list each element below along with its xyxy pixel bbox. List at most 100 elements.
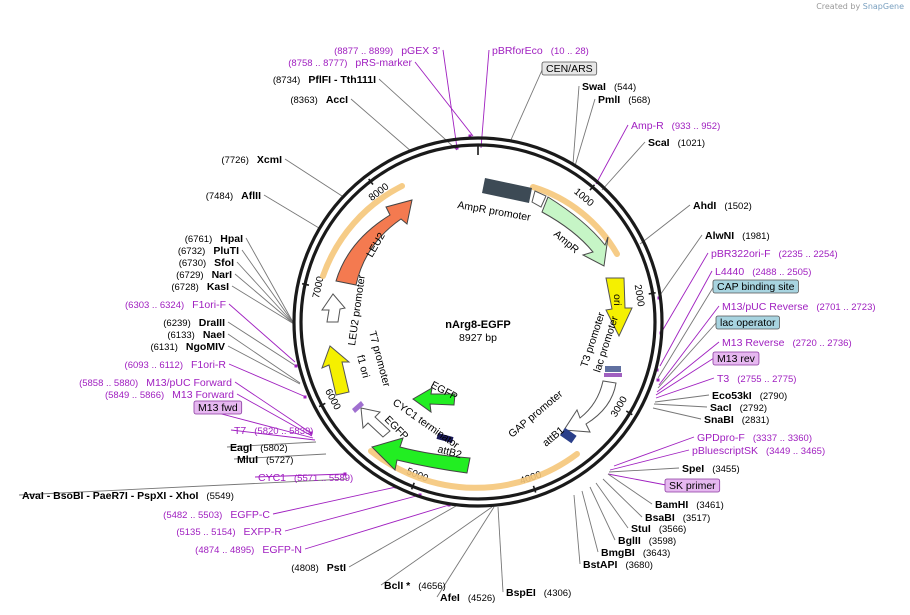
site-position: (5820 .. 5839) [254,426,313,437]
site-name: M13 Reverse [722,337,785,349]
primer-mark [656,378,660,382]
site-name: L4440 [715,266,744,278]
site-name: MluI [237,454,258,466]
site-label-draiii: DraIII(6239) [163,317,225,329]
leader-line [226,441,317,448]
primer-mark [343,472,347,476]
site-position: (2720 .. 2736) [792,338,851,349]
site-name: BamHI [655,499,688,511]
site-name: T7 [234,425,246,437]
site-label-f1orir: F1ori-R(6093 .. 6112) [125,359,227,371]
site-label-swai: SwaI(544) [582,81,636,93]
site-label-nari: NarI(6729) [176,269,232,281]
site-labels: pGEX 3'(8877 .. 8899)pBRforEco(10 .. 28)… [22,45,876,604]
site-position: (3598) [649,536,676,547]
snapgene-brand: SnapGene [862,2,904,11]
site-name: T3 [717,373,729,385]
feature-label: LEU2 promoter [346,274,368,347]
site-label-bsabi: BsaBI (3517) [645,512,710,524]
leader-line [231,285,295,325]
leader-line [236,393,313,437]
site-position: (4306) [544,588,571,599]
primer-mark [455,146,459,150]
feature-label: T7 promoter [366,330,393,389]
leader-line [234,381,312,434]
site-label-egfpc: EGFP-C(5482 .. 5503) [163,509,270,521]
site-label-saci: SacI(2792) [710,402,767,414]
leader-line [595,124,629,185]
leader-line [227,345,301,385]
site-label-xcmi: XcmI(7726) [221,154,282,166]
site-position: (5482 .. 5503) [163,510,222,521]
leader-line [228,363,307,398]
site-name: EGFP-N [262,544,302,556]
site-name: BclI * [384,580,411,592]
site-label-pflfi: PflFI - Tth111I(8734) [273,74,376,86]
site-position: (3566) [659,524,686,535]
leader-line [227,321,297,367]
leader-line [228,303,296,363]
leader-line [234,273,295,325]
site-position: (6303 .. 6324) [125,300,184,311]
site-label-egfpn: EGFP-N (4874 .. 4895) [195,544,302,556]
position-tick [532,485,537,493]
site-name: NarI [212,269,233,281]
features [321,178,633,474]
leader-line [658,305,720,386]
position-tick [301,282,310,286]
site-position: (2701 .. 2723) [816,302,875,313]
site-position: (3643) [643,548,670,559]
site-name: BsaBI [645,512,675,524]
leader-line [656,341,720,393]
site-label-kasi: KasI(6728) [171,281,229,293]
leader-line [660,252,709,334]
site-position: (10 .. 28) [551,46,589,57]
site-label-pgex3: pGEX 3'(8877 .. 8899) [334,45,440,57]
site-name: pBR322ori-F [711,248,771,260]
site-position: (933 .. 952) [672,121,721,132]
site-label-snabi: SnaBI(2831) [704,414,769,426]
site-position: (3680) [625,560,652,571]
site-name: Eco53kI [712,390,752,402]
gap-promoter-arrow [563,380,617,433]
site-name: CYC1 [258,472,286,484]
site-label-bcli: BclI *(4656) [384,580,446,592]
leader-line [655,377,715,399]
position-tick [625,410,633,416]
site-position: (3449 .. 3465) [766,446,825,457]
site-position: (568) [628,95,650,106]
leader-line [607,473,653,505]
site-name: SnaBI [704,414,734,426]
leader-line [284,494,421,532]
site-position: (5571 .. 5589) [294,473,353,484]
site-position: (3337 .. 3360) [753,433,812,444]
site-name: BspEI [506,587,536,599]
site-name: SfoI [214,257,234,269]
credit-prefix: Created by [816,2,861,11]
site-position: (8734) [273,75,300,86]
site-label-skprimer: SK primer [664,478,721,493]
site-name: Amp-R [631,120,664,132]
site-position: (4874 .. 4895) [195,545,254,556]
site-name: AflII [241,190,261,202]
site-position: (1981) [742,231,769,242]
leader-line [480,49,490,149]
site-name: BstAPI [583,559,618,571]
site-name: lac operator [720,317,776,329]
leu2-halo [320,183,405,279]
site-position: (2755 .. 2775) [737,374,796,385]
site-position: (3517) [683,513,710,524]
site-label-m13puc_fwd: M13/pUC Forward(5858 .. 5880) [79,377,232,389]
label-box [664,478,721,493]
site-name: pGEX 3' [401,45,440,57]
site-name: SK primer [669,480,716,492]
site-name: NgoMIV [186,341,225,353]
site-label-sfoi: SfoI(6730) [179,257,234,269]
label-box [715,315,780,330]
leader-line [284,158,343,197]
site-name: ScaI [648,137,670,149]
leader-lines [18,49,720,598]
site-position: (1021) [678,138,705,149]
leader-line [654,394,710,403]
